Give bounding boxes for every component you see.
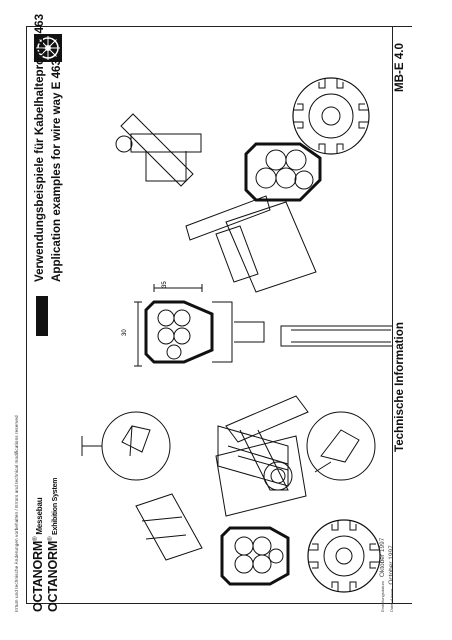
wire-way-center xyxy=(134,284,265,367)
octagonal-column xyxy=(217,425,293,491)
wire-way-top xyxy=(244,142,322,202)
footer-note: Irrtum und technische Änderungen vorbeha… xyxy=(14,415,19,612)
logo-badge-icon xyxy=(36,296,48,336)
panel-bottom-left xyxy=(135,493,203,561)
brand-sub-1: Messebau xyxy=(35,497,44,537)
info-bar xyxy=(392,27,413,603)
brand-name-2: OCTANORM xyxy=(46,540,60,612)
date-de: Erstellungsdatum Oktober 1997 xyxy=(379,538,386,612)
profile-section-top-right xyxy=(292,77,370,155)
profile-bar-center xyxy=(185,195,317,293)
technical-drawings: 35 30 xyxy=(34,34,402,593)
wire-way-bottom xyxy=(220,526,290,586)
brand-reg-1: ® xyxy=(32,536,39,541)
title-english: Application examples for wire way E 463 xyxy=(50,59,63,282)
dim-height-text: 30 xyxy=(122,329,128,336)
profile-section-bottom-right xyxy=(307,519,381,593)
brand-line-2: OCTANORM® Exhibition System xyxy=(46,478,60,612)
title-german: Verwendungsbeispiele für Kabelhalteprofi… xyxy=(33,13,46,282)
detail-circle-left xyxy=(81,411,171,481)
detail-circle-right xyxy=(306,411,376,481)
doc-code: MB-E 4.0 xyxy=(393,43,406,92)
date-value-de: Oktober 1997 xyxy=(379,537,386,578)
octanorm-logo-icon xyxy=(34,34,62,62)
rail-right xyxy=(280,322,402,350)
extrusion-top xyxy=(115,113,202,187)
brand-sub-2: Exhibition System xyxy=(52,477,59,537)
brand-name-1: OCTANORM xyxy=(31,540,45,612)
date-label-de: Erstellungsdatum xyxy=(380,581,385,612)
dim-width-text: 35 xyxy=(162,281,168,288)
section-title: Technische Information xyxy=(393,322,406,452)
brand-reg-2: ® xyxy=(47,536,54,541)
brand-line-1: OCTANORM® Messebau xyxy=(31,498,45,612)
